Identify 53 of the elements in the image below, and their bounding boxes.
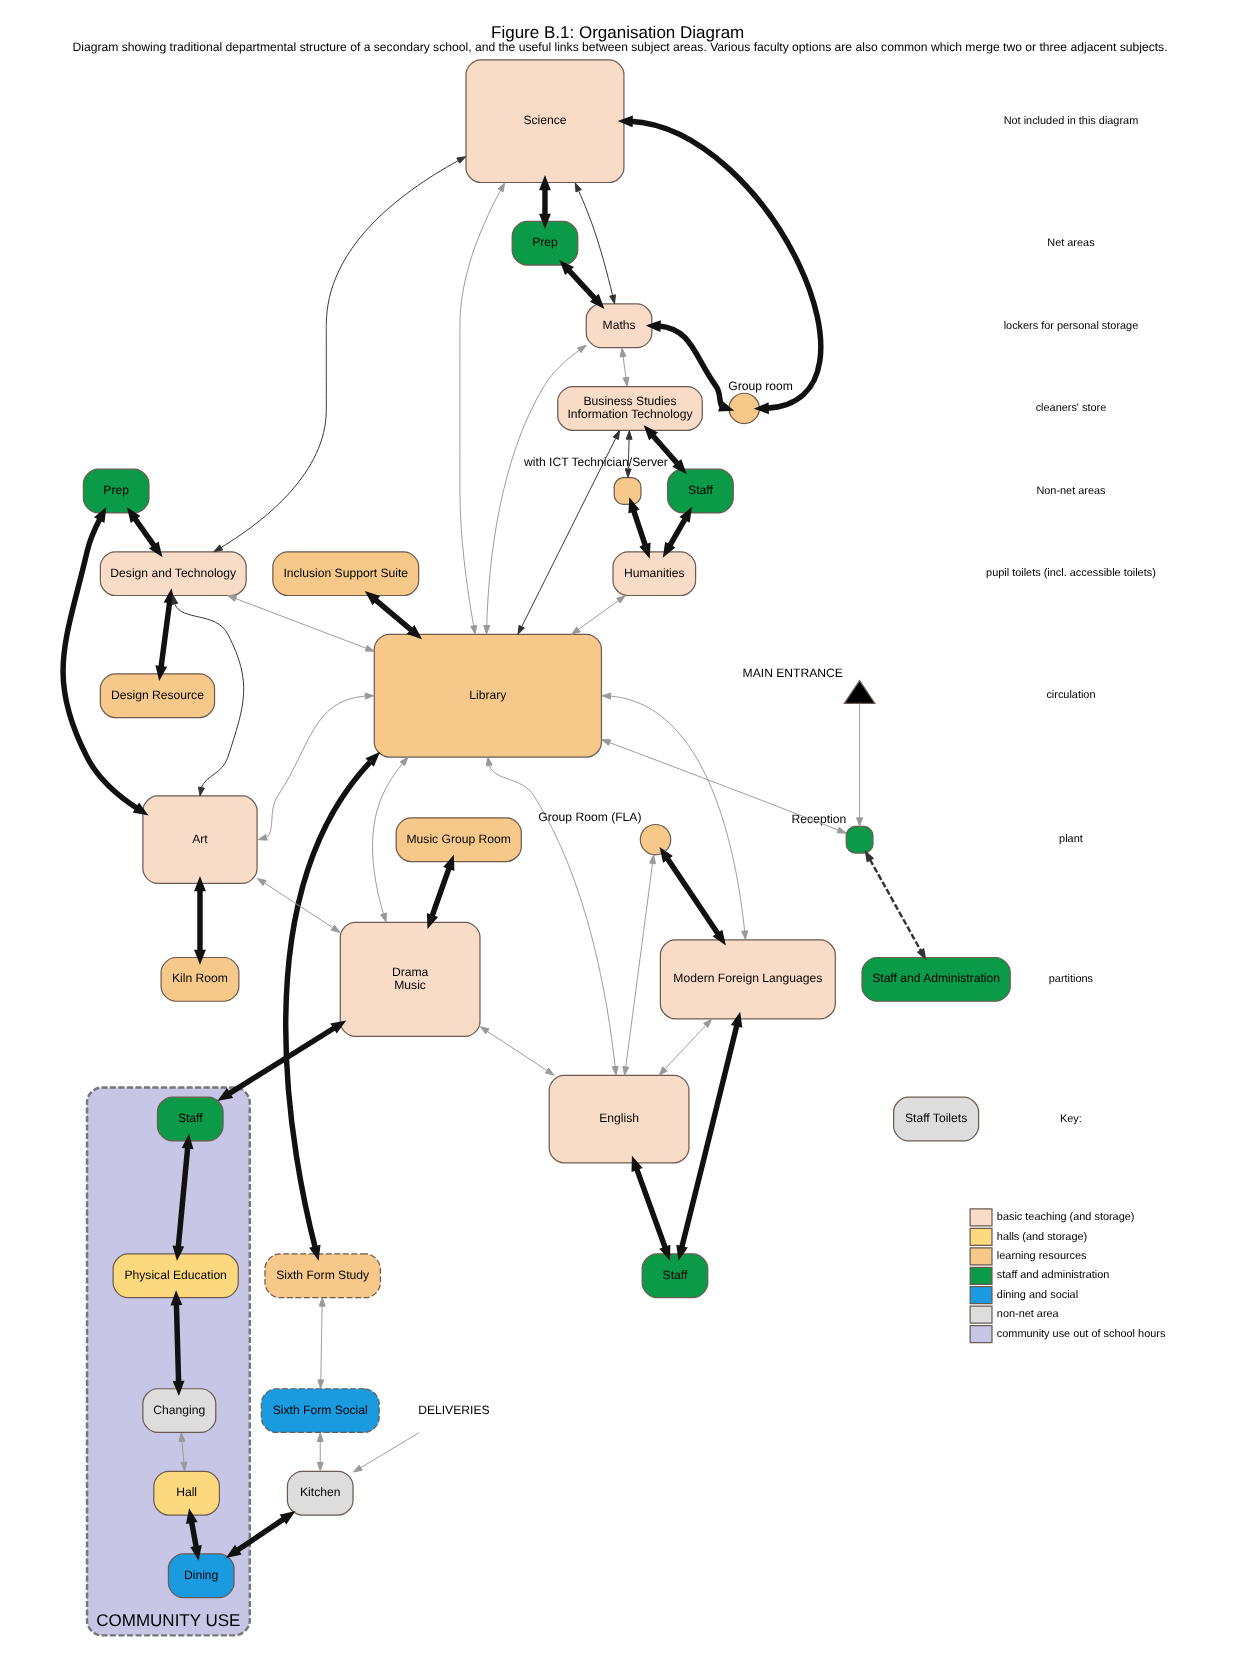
node-box [845, 825, 874, 854]
arrow [622, 854, 656, 1076]
arrow [485, 756, 619, 1076]
arrow [217, 1020, 347, 1101]
arrow [155, 588, 176, 681]
node-circle [639, 823, 672, 856]
arrow [628, 497, 651, 559]
arrow [856, 702, 864, 827]
arrow [186, 1508, 202, 1561]
arrow [601, 739, 847, 834]
arrow [617, 115, 823, 415]
arrow [257, 692, 375, 841]
arrow [225, 1511, 296, 1559]
arrow [256, 877, 341, 933]
arrow [619, 347, 630, 387]
arrow [539, 175, 551, 229]
arrow [631, 1155, 671, 1261]
arrow [227, 595, 375, 652]
arrow [283, 751, 381, 1261]
arrow [171, 595, 245, 797]
node-box [613, 477, 642, 505]
arrow [574, 182, 616, 305]
arrow [658, 1018, 713, 1076]
arrow [194, 876, 206, 965]
arrow [317, 1297, 326, 1389]
arrow [659, 846, 726, 946]
arrow [645, 320, 735, 412]
arrow [172, 1133, 194, 1262]
arrow [517, 430, 621, 635]
arrow [364, 590, 423, 640]
node-circle [728, 392, 760, 425]
diagram-title: Figure B.1: Organisation Diagram [491, 22, 745, 43]
arrow [352, 1432, 420, 1473]
arrow [60, 506, 149, 816]
arrow [676, 1011, 743, 1261]
arrow [178, 1432, 188, 1472]
arrow [170, 1290, 185, 1396]
node-triangle [843, 679, 876, 704]
arrow [372, 756, 409, 923]
arrow [213, 156, 467, 553]
arrow [426, 854, 455, 930]
arrow [316, 1432, 324, 1472]
arrow [559, 260, 605, 309]
arrow [459, 182, 506, 635]
arrow [601, 692, 749, 940]
arrow [643, 425, 687, 475]
arrow [483, 344, 587, 635]
arrow [571, 595, 626, 635]
arrow [479, 1026, 555, 1076]
arrow [126, 507, 163, 558]
arrow [662, 506, 693, 558]
arrow [864, 849, 927, 961]
arrow [624, 430, 633, 478]
